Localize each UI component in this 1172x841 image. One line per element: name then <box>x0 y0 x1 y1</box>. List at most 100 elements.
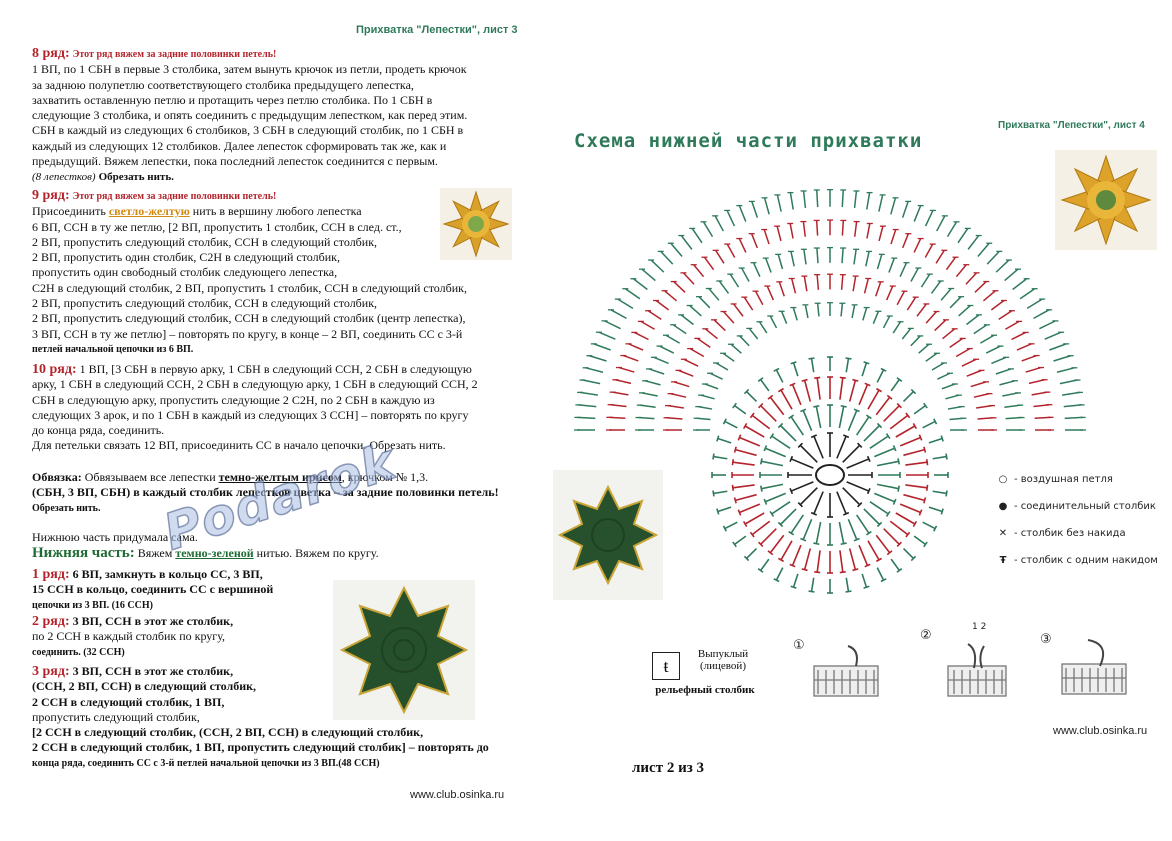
scheme-stitch <box>792 362 799 377</box>
scheme-stitch <box>789 223 794 239</box>
scheme-stitch <box>910 335 921 347</box>
scheme-stitch <box>880 367 887 372</box>
scheme-stitch <box>890 229 897 245</box>
scheme-stitch <box>899 436 921 447</box>
scheme-stitch <box>665 334 680 344</box>
scheme-stitch <box>765 257 772 273</box>
scheme-stitch <box>778 281 785 297</box>
scheme-stitch <box>918 509 923 516</box>
bottom-row3: 3 ряд: 3 ВП, ССН в этот же столбик, (ССН… <box>32 664 522 771</box>
scheme-stitch <box>766 285 775 301</box>
scheme-stitch <box>814 376 821 380</box>
scheme-stitch <box>803 548 812 570</box>
step-1-illustration <box>813 645 879 697</box>
scheme-stitch <box>845 357 852 360</box>
scheme-stitch <box>905 531 911 538</box>
scheme-stitch <box>743 555 750 562</box>
scheme-stitch <box>1004 268 1019 282</box>
scheme-stitch <box>876 422 883 429</box>
scheme-stitch <box>973 324 988 335</box>
scheme-stitch <box>862 307 868 321</box>
scheme-stitch <box>841 189 844 208</box>
scheme-stitch <box>803 275 808 292</box>
scheme-stitch <box>847 410 858 431</box>
scheme-stitch <box>1049 343 1067 351</box>
scheme-stitch <box>776 194 782 212</box>
scheme-stitch <box>842 434 850 439</box>
scheme-stitch <box>923 497 927 504</box>
scheme-stitch <box>866 223 871 239</box>
scheme-stitch <box>946 221 958 238</box>
scheme-stitch <box>815 521 822 544</box>
scheme-stitch <box>839 376 846 380</box>
scheme-stitch <box>923 446 927 453</box>
edging-line: (СБН, 3 ВП, СБН) в каждый столбик лепест… <box>32 485 499 500</box>
row10-line: следующих 3 арок, и по 1 СБН в каждый из… <box>32 407 469 422</box>
row9-block: 9 ряд: Этот ряд вяжем за задние половинк… <box>32 188 467 357</box>
scheme-stitch <box>733 446 737 453</box>
scheme-stitch <box>760 405 777 422</box>
scheme-stitch <box>797 502 803 508</box>
scheme-stitch <box>713 455 728 460</box>
scheme-stitch <box>585 367 604 373</box>
b-row2-line: соединить. (32 ССН) <box>32 646 125 658</box>
scheme-stitch <box>874 447 895 458</box>
scheme-stitch <box>961 358 977 367</box>
scheme-stitch <box>852 568 859 572</box>
invented-note: Нижнюю часть придумала сама. <box>32 530 198 544</box>
b-row3-title: 3 ряд: <box>32 664 70 679</box>
scheme-stitch <box>895 425 916 438</box>
scheme-stitch <box>757 568 764 573</box>
edging-block: Обвязка: Обвязываем все лепестки темно-ж… <box>32 470 544 516</box>
scheme-stitch <box>739 503 761 514</box>
row8-line: 1 ВП, по 1 СБН в первые 3 столбика, зате… <box>32 62 467 77</box>
scheme-stitch <box>867 540 880 561</box>
bottom-part-text-end: нитью. Вяжем по кругу. <box>253 546 379 561</box>
scheme-stitch <box>918 343 930 354</box>
scheme-stitch <box>593 343 611 351</box>
scheme-stitch <box>653 356 669 365</box>
scheme-stitch <box>792 573 799 588</box>
scheme-stitch <box>880 578 887 583</box>
legend-item: ✕- столбик без накида <box>992 520 1158 547</box>
scheme-stitch <box>913 205 922 222</box>
scheme-stitch <box>856 514 870 534</box>
b-row1-line: 15 ССН в кольцо, соединить СС с вершиной <box>32 582 274 597</box>
scheme-stitch <box>650 259 665 273</box>
scheme-stitch <box>853 408 860 413</box>
scheme-stitch <box>1021 354 1037 362</box>
scheme-stitch <box>922 420 936 429</box>
scheme-stitch <box>982 290 996 302</box>
scheme-stitch <box>851 304 856 319</box>
scheme-stitch <box>749 531 755 538</box>
left-sheet-header: Прихватка "Лепестки", лист 3 <box>356 24 518 36</box>
scheme-stitch <box>790 251 795 267</box>
scheme-stitch <box>773 367 780 372</box>
scheme-stitch <box>840 542 847 546</box>
scheme-stitch <box>886 550 893 556</box>
scheme-stitch <box>704 383 719 390</box>
row9-intro-end: нить в вершину любого лепестка <box>189 204 362 219</box>
scheme-stitch <box>742 423 748 429</box>
scheme-stitch <box>750 233 759 249</box>
scheme-stitch <box>797 442 803 448</box>
flower-photo-right <box>1055 150 1157 250</box>
scheme-stitch <box>641 268 656 282</box>
slip-stitch-icon: ● <box>998 501 1008 512</box>
scheme-stitch <box>682 272 695 285</box>
scheme-stitch <box>628 343 644 351</box>
scheme-stitch <box>945 490 948 497</box>
b-row1-line: цепочки из 3 ВП. (16 ССН) <box>32 599 153 611</box>
scheme-stitch <box>717 506 732 513</box>
scheme-stitch <box>759 485 763 492</box>
scheme-stitch <box>741 267 750 282</box>
scheme-stitch <box>743 388 750 395</box>
scheme-stitch <box>905 484 928 489</box>
scheme-stitch <box>990 299 1005 311</box>
scheme-stitch <box>890 379 901 392</box>
relief-caption: Выпуклый (лицевой) <box>683 648 763 672</box>
row8-line: СБН в каждый из следующих 6 столбиков, 3… <box>32 123 464 138</box>
scheme-stitch <box>896 377 903 382</box>
scheme-stitch <box>980 334 995 344</box>
scheme-stitch <box>813 491 824 515</box>
